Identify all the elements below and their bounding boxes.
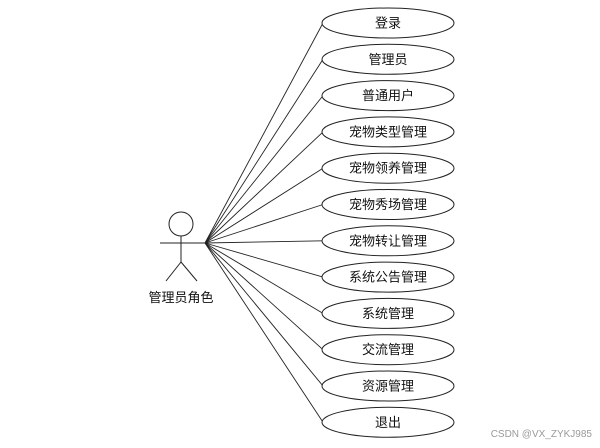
use-case: 系统管理: [321, 297, 455, 329]
use-case-label: 普通用户: [362, 88, 414, 104]
use-case-label: 宠物领养管理: [349, 161, 427, 177]
use-case: 宠物领养管理: [321, 152, 455, 184]
use-case: 宠物类型管理: [321, 116, 455, 148]
actor-right-leg: [180, 261, 198, 282]
actor-head: [168, 211, 194, 237]
association-line: [204, 59, 324, 244]
use-case: 退出: [321, 406, 455, 438]
watermark: CSDN @VX_ZYKJ985: [490, 429, 592, 440]
association-line: [204, 240, 324, 244]
use-case-label: 宠物转让管理: [349, 233, 427, 249]
association-line: [204, 242, 324, 423]
use-case-label: 系统管理: [362, 307, 414, 322]
use-case: 登录: [321, 7, 455, 39]
actor-label: 管理员角色: [148, 290, 213, 306]
use-case-ellipse: [321, 43, 455, 75]
use-case-ellipse: [321, 261, 455, 293]
use-case-label: 管理员: [368, 53, 407, 68]
use-case-list: 登录管理员普通用户宠物类型管理宠物领养管理宠物秀场管理宠物转让管理系统公告管理系…: [321, 7, 455, 438]
association-line: [204, 167, 324, 244]
association-line: [204, 95, 324, 244]
use-case-label: 宠物类型管理: [349, 124, 427, 140]
use-case-label: 交流管理: [362, 342, 414, 358]
association-line: [204, 242, 324, 351]
association-line: [204, 242, 324, 314]
use-case: 资源管理: [321, 370, 455, 402]
use-case-ellipse: [321, 370, 455, 402]
use-case-ellipse: [321, 116, 455, 148]
use-case-ellipse: [321, 7, 455, 39]
association-line: [204, 242, 324, 278]
use-case-label: 登录: [375, 17, 401, 32]
actor-figure: 管理员角色: [148, 211, 214, 306]
use-case: 宠物转让管理: [321, 225, 455, 257]
use-case-ellipse: [321, 406, 455, 438]
use-case-ellipse: [321, 334, 455, 366]
association-line: [204, 22, 324, 244]
use-case: 交流管理: [321, 334, 455, 366]
association-line: [204, 204, 324, 244]
use-case: 普通用户: [321, 80, 455, 112]
use-case-label: 宠物秀场管理: [349, 197, 427, 213]
use-case-ellipse: [321, 80, 455, 112]
use-case-label: 系统公告管理: [349, 271, 427, 286]
use-case: 系统公告管理: [321, 261, 455, 293]
use-case-ellipse: [321, 225, 455, 257]
use-case: 管理员: [321, 43, 455, 75]
actor-left-leg: [165, 261, 182, 282]
association-line: [204, 242, 324, 387]
use-case-ellipse: [321, 152, 455, 184]
use-case-label: 退出: [375, 416, 401, 431]
association-lines: [204, 22, 324, 423]
use-case-ellipse: [321, 297, 455, 329]
use-case-label: 资源管理: [362, 380, 414, 395]
use-case-ellipse: [321, 189, 455, 220]
use-case: 宠物秀场管理: [321, 189, 455, 220]
association-line: [204, 131, 324, 244]
